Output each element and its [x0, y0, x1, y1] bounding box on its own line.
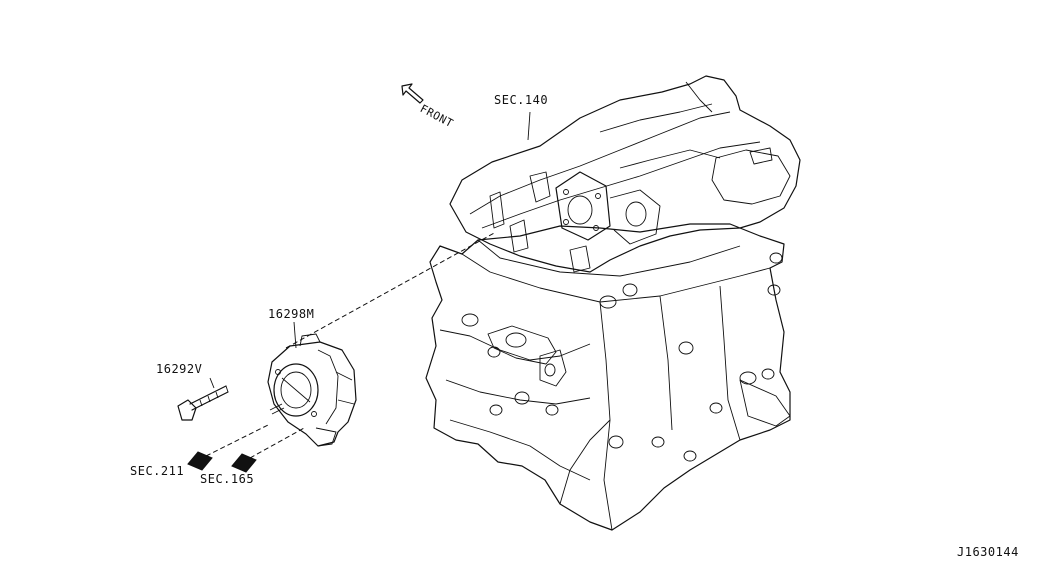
- drawing-id-label: J1630144: [957, 545, 1019, 559]
- sec140-leader: [527, 111, 531, 141]
- mounting-bolt: [177, 385, 229, 421]
- bolt-leader: [209, 377, 215, 389]
- part-16292v-label[interactable]: 16292V: [156, 362, 203, 376]
- sec165-arrow-icon: [231, 427, 305, 473]
- assembly-leader-line: [285, 231, 497, 349]
- sec140-label[interactable]: SEC.140: [494, 93, 549, 107]
- sec211-label[interactable]: SEC.211: [130, 464, 185, 478]
- front-arrow-icon: [401, 83, 424, 104]
- engine-block: [425, 223, 791, 531]
- part-16298m-label[interactable]: 16298M: [268, 307, 315, 321]
- stud-bolt: [269, 403, 285, 415]
- sec211-arrow-icon: [187, 423, 271, 471]
- throttle-body: [267, 333, 357, 447]
- intake-manifold: [449, 75, 801, 273]
- throttle-part-leader: [293, 321, 297, 349]
- sec165-label[interactable]: SEC.165: [200, 472, 255, 486]
